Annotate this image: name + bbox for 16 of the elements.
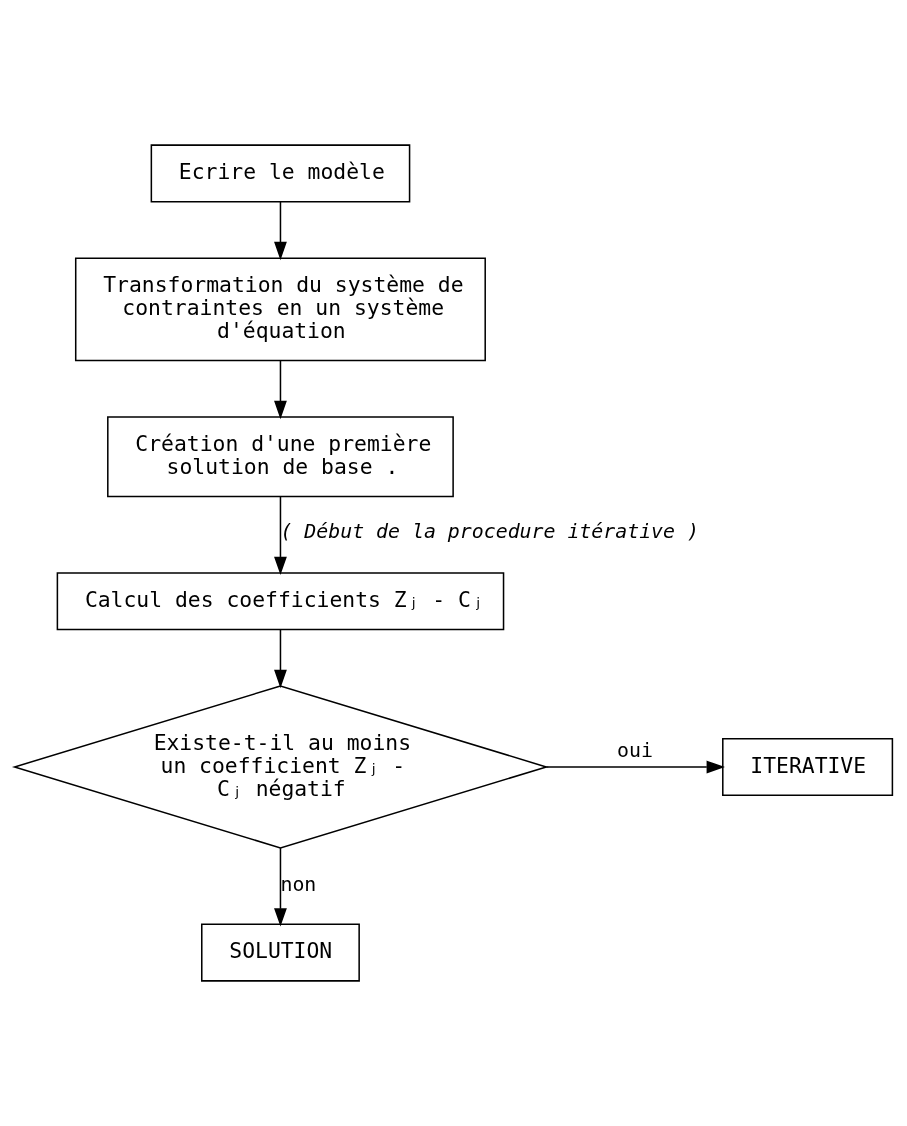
node-diamond: Existe-t-il au moins un coefficient Zⱼ - Cⱼ négatif [11, 685, 549, 849]
node-box: Calcul des coefficients Zⱼ - Cⱼ [56, 572, 505, 631]
edge-label: non [280, 873, 317, 897]
arrow [274, 847, 287, 927]
edge-label: ( Début de la procedure itérative ) [280, 520, 699, 544]
node-box: ITERATIVE [722, 737, 894, 796]
node-box: Création d'une première solution de base . [107, 416, 454, 498]
edge-label: oui [616, 738, 653, 762]
node-box: SOLUTION [201, 923, 360, 982]
node-box: Transformation du système de contraintes en un système d'équation [74, 257, 486, 362]
arrow [274, 201, 287, 261]
arrow [274, 496, 287, 576]
arrow [545, 760, 725, 774]
arrow [274, 628, 287, 689]
arrow [274, 359, 287, 420]
node-box: Ecrire le modèle [150, 144, 411, 203]
